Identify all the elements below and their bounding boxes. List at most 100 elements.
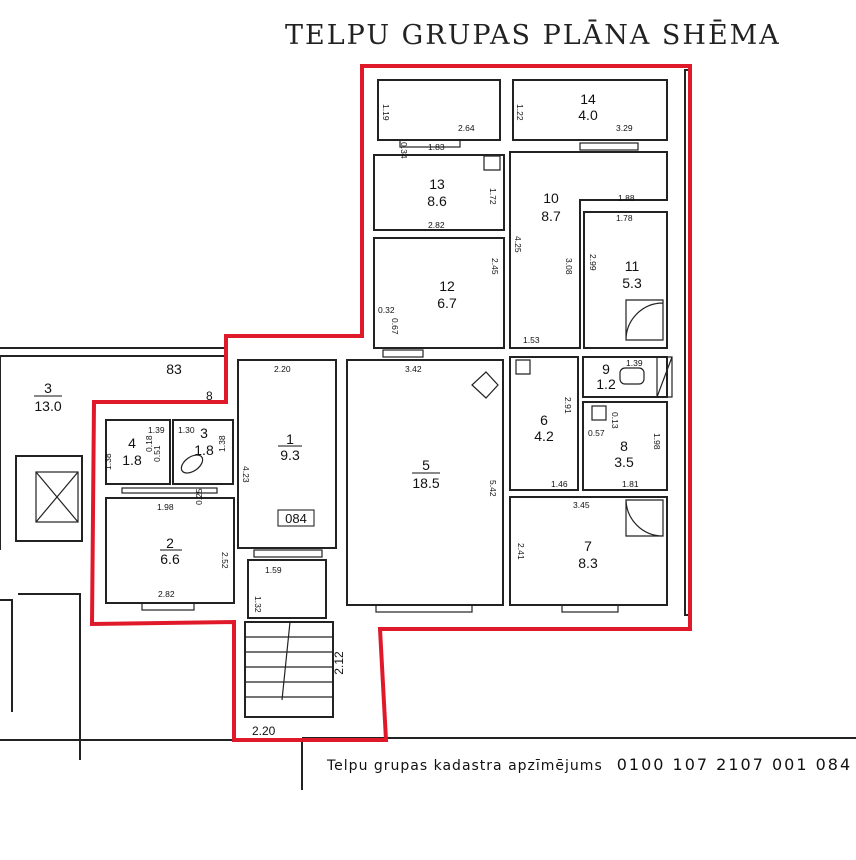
dim-label: 3.29 <box>616 123 633 133</box>
room-outline <box>373 237 505 349</box>
window <box>141 602 195 611</box>
unit-boundary <box>89 64 692 742</box>
room-12-number: 12 <box>439 278 455 294</box>
dim-label: 2.99 <box>588 254 598 271</box>
dim-label: 2.41 <box>516 543 526 560</box>
dim-label: 1.30 <box>178 425 195 435</box>
dim-label: 4.23 <box>241 466 251 483</box>
toilet <box>180 454 204 474</box>
dim-label: 1.78 <box>616 213 633 223</box>
room-4-number: 4 <box>128 435 136 451</box>
window <box>253 549 323 558</box>
dim-label: 1.39 <box>626 358 643 368</box>
window <box>382 349 424 358</box>
dim-label: 0.51 <box>152 445 162 462</box>
shaft-cross <box>35 471 79 523</box>
room-outline <box>237 359 337 549</box>
room-outline <box>509 151 668 349</box>
room-6-number: 6 <box>540 412 548 428</box>
room-labels: 1 9.3 2 6.6 3 1.8 4 1.8 5 18.5 6 4.2 7 8… <box>34 91 642 571</box>
room-9-number: 9 <box>602 361 610 377</box>
stairs <box>245 621 333 701</box>
room-7-number: 7 <box>584 538 592 554</box>
room-8-area: 3.5 <box>614 454 634 470</box>
neighbor-room-number: 3 <box>44 380 52 396</box>
window <box>375 604 473 613</box>
room-outline <box>172 419 234 485</box>
dim-label: 2.52 <box>220 552 230 569</box>
door-number: 084 <box>285 511 307 526</box>
toilet <box>619 367 645 385</box>
dim-label: 2.91 <box>563 397 573 414</box>
door-number-box <box>277 509 315 527</box>
dim-label: 1.38 <box>217 435 227 452</box>
room-outline <box>0 347 225 357</box>
dim-label: 1.22 <box>515 104 525 121</box>
dim-label: 0.18 <box>144 435 154 452</box>
dim-label: 3.08 <box>564 258 574 275</box>
plan-title: TELPU GRUPAS PLĀNA SHĒMA <box>285 20 781 51</box>
dim-label: 1.59 <box>265 565 282 575</box>
room-1-number: 1 <box>286 431 294 447</box>
boundary <box>89 64 692 742</box>
room-4-area: 1.8 <box>122 452 142 468</box>
dim-label: 0.13 <box>610 412 620 429</box>
dim-label: 2.20 <box>274 364 291 374</box>
caption-label: Telpu grupas kadastra apzīmējums <box>327 758 603 774</box>
room-10-number: 10 <box>543 190 559 206</box>
room-outline <box>244 621 334 718</box>
sink <box>591 405 607 421</box>
dim-label: 5.42 <box>488 480 498 497</box>
dim-label: 1.46 <box>551 479 568 489</box>
fixture <box>656 356 673 398</box>
room-6-area: 4.2 <box>534 428 554 444</box>
neighbor-unit-label: 83 <box>166 361 182 377</box>
dim-label: 0.57 <box>588 428 605 438</box>
window <box>121 487 218 494</box>
room-outline <box>582 356 668 398</box>
room-1-area: 9.3 <box>280 447 300 463</box>
room-outline <box>583 211 668 349</box>
dim-label: 2.64 <box>458 123 475 133</box>
dim-label: 8 <box>206 389 213 403</box>
dim-label: 4.25 <box>513 236 523 253</box>
dim-label: 1.72 <box>488 188 498 205</box>
room-3-area: 1.8 <box>194 442 214 458</box>
room-outline <box>0 356 81 760</box>
dim-label: 3.45 <box>573 500 590 510</box>
dim-label: 1.39 <box>148 425 165 435</box>
fixture <box>483 155 531 375</box>
room-14-area: 4.0 <box>578 107 598 123</box>
room-outline <box>377 79 501 141</box>
window <box>399 139 461 148</box>
dim-label: 1.83 <box>428 142 445 152</box>
room-outline <box>373 154 505 231</box>
room-2-number: 2 <box>166 535 174 551</box>
dim-label: 1.88 <box>618 193 635 203</box>
shower <box>625 299 664 341</box>
dim-label: 0.32 <box>378 305 395 315</box>
dim-label: 2.20 <box>252 724 276 738</box>
dimension-labels: 2.20 4.23 1.59 1.32 2.12 2.20 1.98 0.25 … <box>103 104 662 738</box>
room-13-number: 13 <box>429 176 445 192</box>
room-5-number: 5 <box>422 457 430 473</box>
cadastral-caption: Telpu grupas kadastra apzīmējums 0100 107… <box>327 755 852 774</box>
dim-label: 2.82 <box>428 220 445 230</box>
window <box>561 604 619 613</box>
dim-label: 2.12 <box>332 651 346 675</box>
dim-label: 0.25 <box>194 488 204 505</box>
details <box>35 139 673 701</box>
room-outline <box>509 356 579 491</box>
room-11-area: 5.3 <box>622 275 642 291</box>
room-13-area: 8.6 <box>427 193 447 209</box>
room-3-number: 3 <box>200 425 208 441</box>
caption-code: 0100 107 2107 001 084 <box>616 755 853 774</box>
dim-label: 1.98 <box>157 502 174 512</box>
dim-label: 1.98 <box>652 433 662 450</box>
fixture <box>471 371 499 399</box>
room-8-number: 8 <box>620 438 628 454</box>
dim-label: 2.45 <box>490 258 500 275</box>
window <box>579 142 639 151</box>
dim-label: 2.82 <box>158 589 175 599</box>
